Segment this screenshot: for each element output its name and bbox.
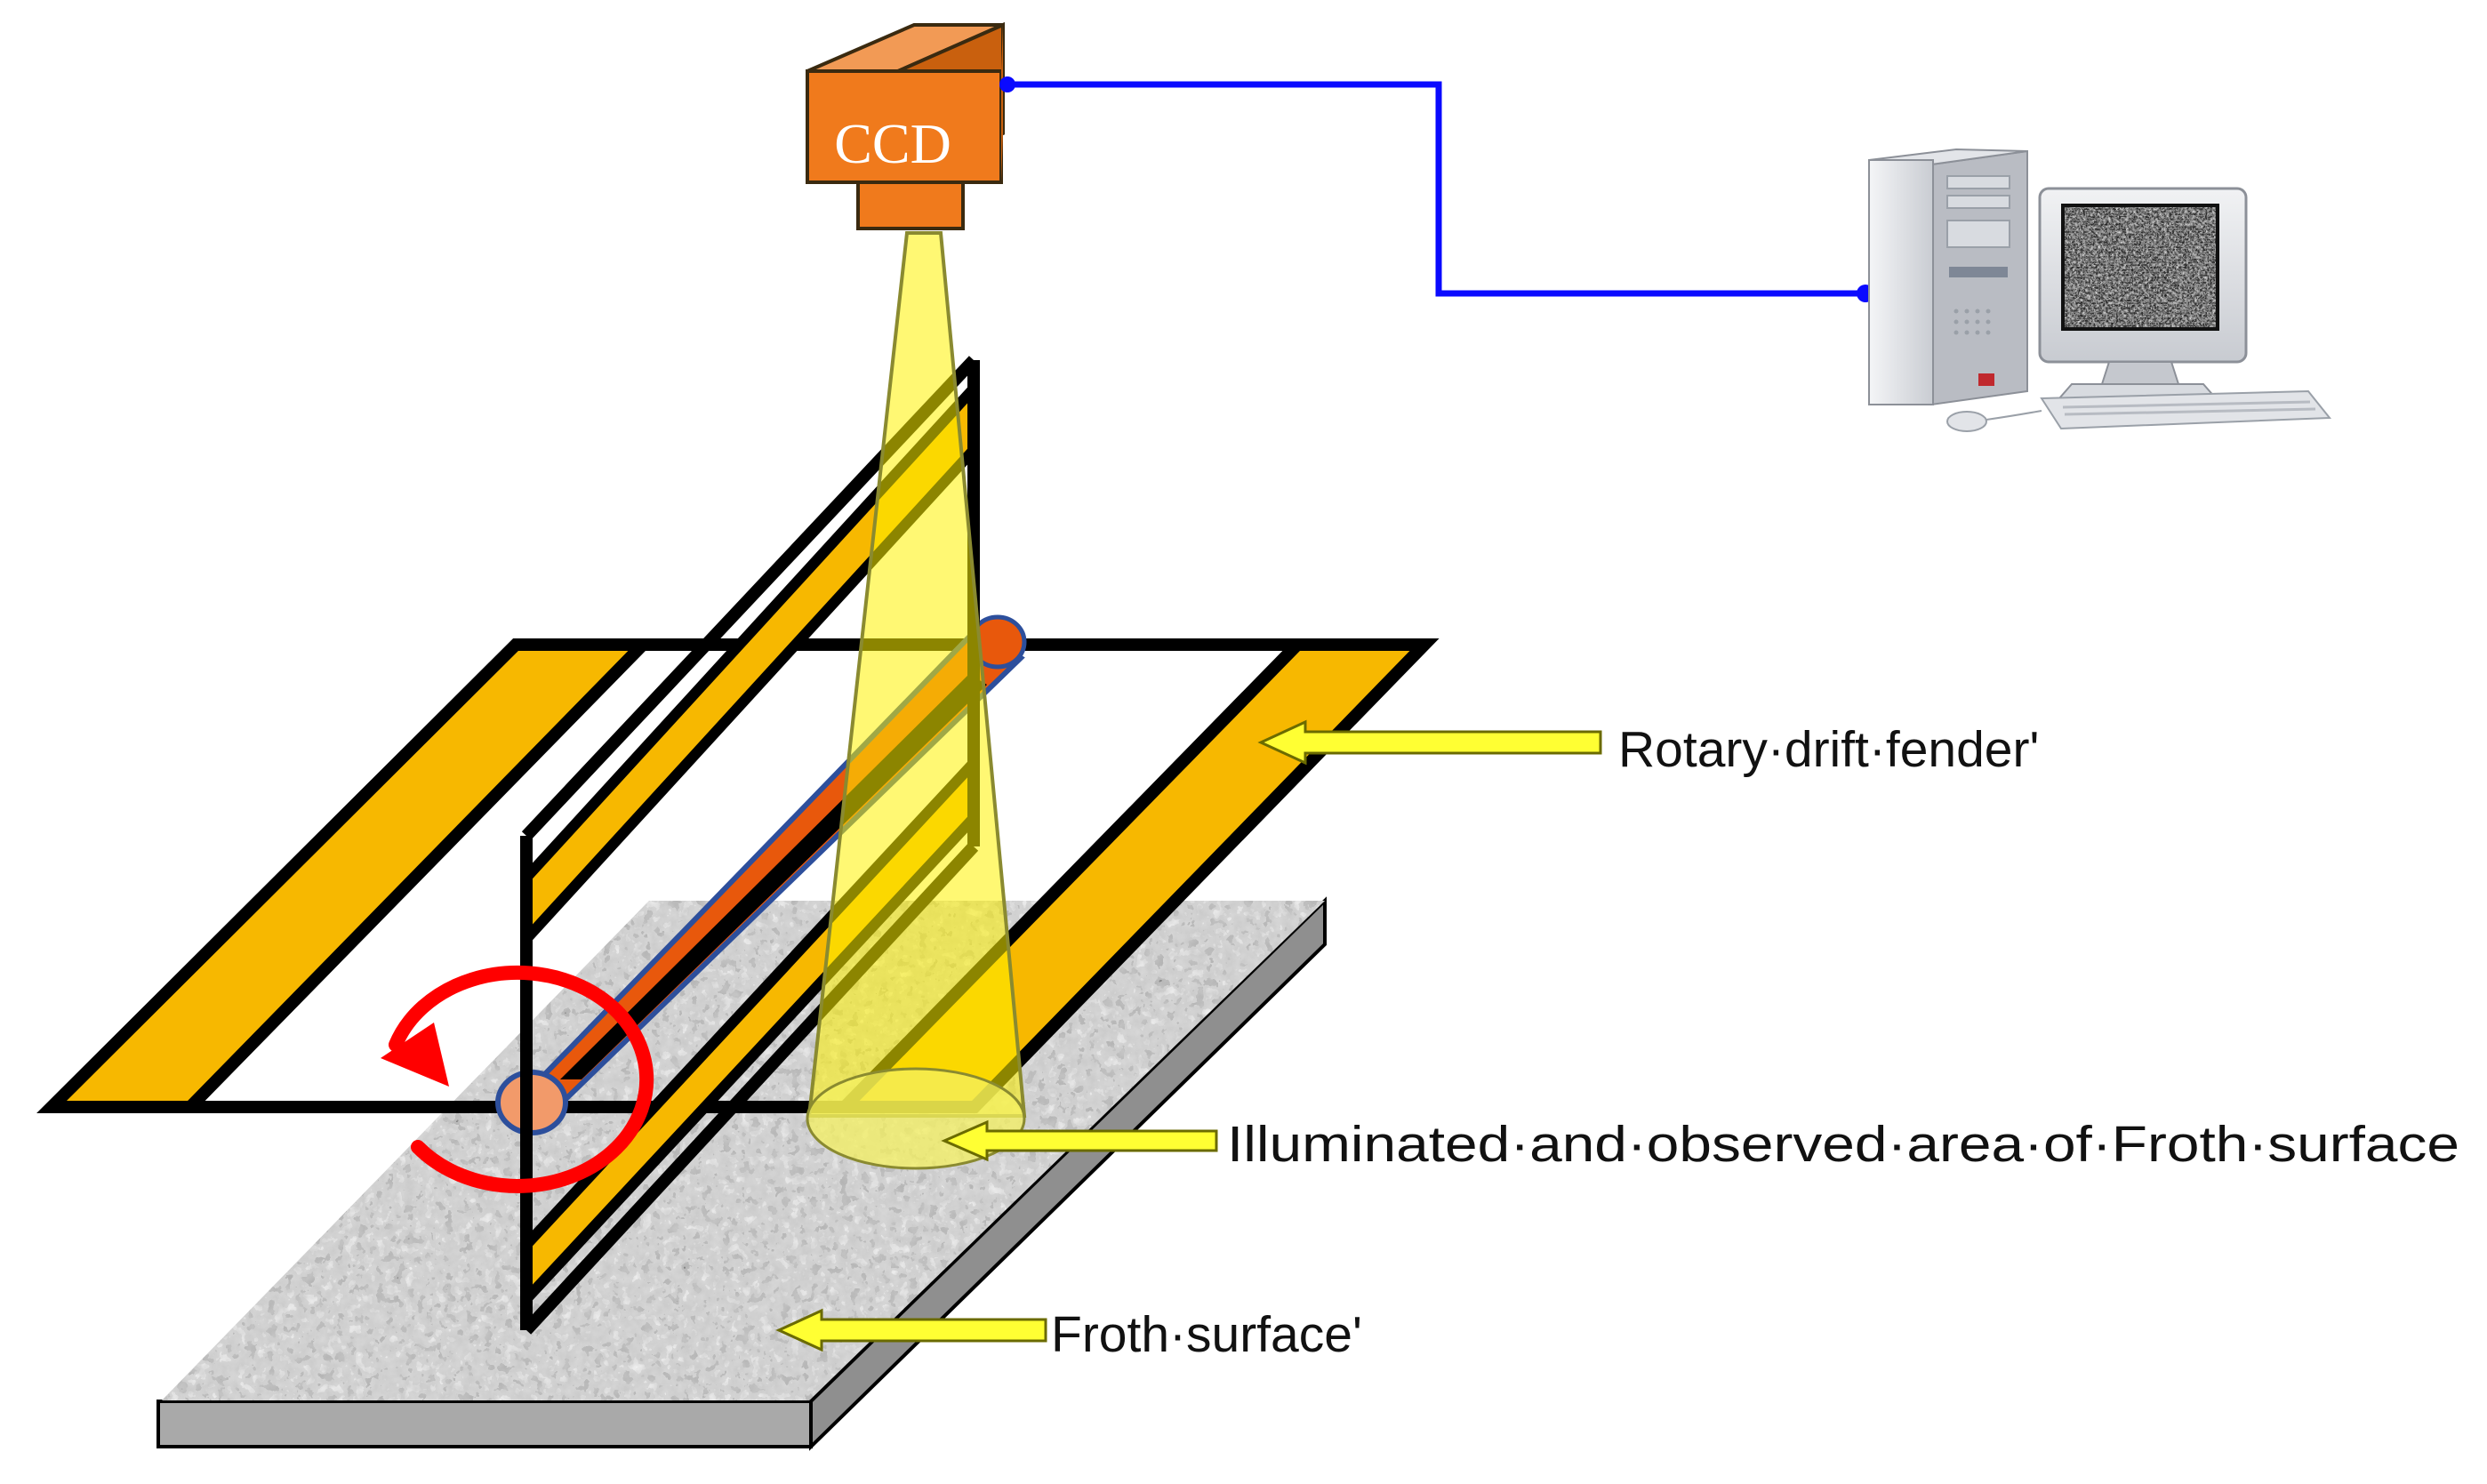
monitor-stand bbox=[2100, 361, 2180, 385]
slab-front-edge bbox=[156, 1400, 813, 1448]
rotary-drift-fender-label: Rotary·drift·fender' bbox=[1618, 721, 2039, 778]
desktop-computer-icon bbox=[1868, 148, 2332, 432]
rotation-arrow-icon bbox=[381, 965, 654, 1193]
froth-label-arrow bbox=[775, 1308, 1047, 1352]
froth-surface-slab bbox=[156, 896, 1327, 1451]
ccd-camera: CCD bbox=[806, 21, 1005, 230]
illuminated-area bbox=[806, 1067, 1026, 1170]
illumination-beam bbox=[806, 231, 1027, 1170]
fender-label-arrow bbox=[1257, 719, 1602, 766]
slab-side-edge bbox=[809, 896, 1327, 1451]
label-arrows bbox=[775, 719, 1602, 1352]
monitor-screen-froth-image bbox=[2065, 207, 2216, 327]
froth-surface-label: Froth·surface' bbox=[1051, 1306, 1362, 1363]
data-cable bbox=[999, 76, 1874, 302]
camera-lens bbox=[856, 180, 965, 230]
keyboard bbox=[2040, 389, 2332, 430]
illuminated-area-label: Illuminated·and·observed·area·of·Froth·s… bbox=[1227, 1116, 2459, 1173]
mouse bbox=[1946, 411, 1987, 432]
ccd-label: CCD bbox=[834, 112, 951, 175]
tower-front bbox=[1868, 159, 1934, 405]
illuminated-label-arrow bbox=[941, 1119, 1218, 1162]
camera-side-shade bbox=[1001, 25, 1003, 182]
